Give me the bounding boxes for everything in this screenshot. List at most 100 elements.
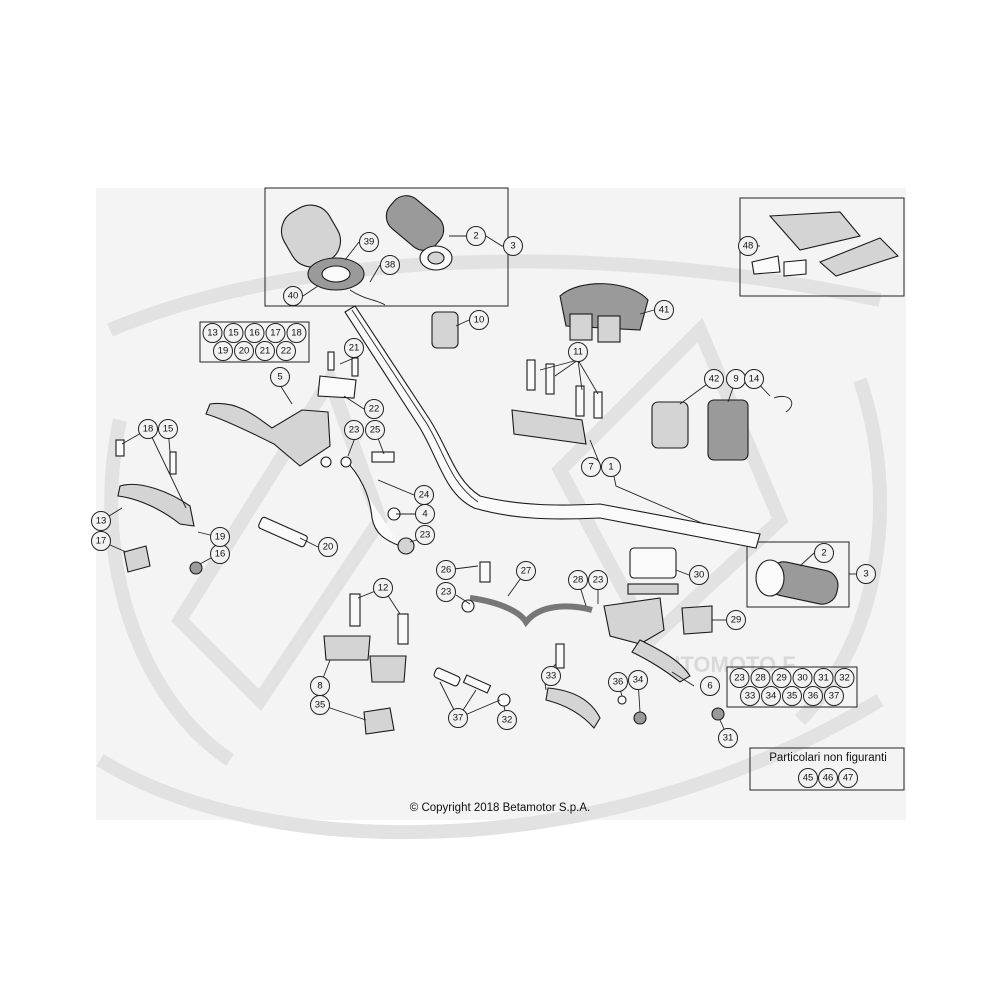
upper-clamp-part xyxy=(511,359,603,445)
callout-number: 26 xyxy=(441,565,452,576)
grip-group-box xyxy=(746,541,850,608)
callout-19: 19 xyxy=(210,527,230,547)
callout-circle xyxy=(244,323,265,343)
callout-3: 3 xyxy=(503,236,523,256)
callout-number: 6 xyxy=(707,681,712,692)
callout-circle xyxy=(750,668,771,688)
left-lever-group-ref-16: 16 xyxy=(244,323,265,343)
callout-6: 6 xyxy=(700,676,720,696)
callout-number: 34 xyxy=(633,675,644,686)
callout-circle xyxy=(726,610,746,630)
callout-26: 26 xyxy=(436,560,456,580)
right-pump-group-ref-29: 29 xyxy=(771,668,792,688)
callout-circle xyxy=(824,686,844,706)
callout-12: 12 xyxy=(373,578,393,598)
callout-number: 2 xyxy=(821,548,826,559)
handlebar-part xyxy=(344,305,761,549)
callout-circle xyxy=(276,341,296,361)
callout-circle xyxy=(210,527,230,547)
callout-circle xyxy=(286,323,307,343)
right-pump-group-ref-33: 33 xyxy=(740,686,760,706)
callout-circle xyxy=(283,286,303,306)
callout-number: 16 xyxy=(215,549,226,560)
left-lever-group-ref-21: 21 xyxy=(255,341,275,361)
callout-number: 21 xyxy=(260,346,271,357)
callout-circle xyxy=(729,668,750,688)
callout-42: 42 xyxy=(704,369,724,389)
callout-number: 9 xyxy=(733,374,738,385)
callout-number: 21 xyxy=(349,343,360,354)
callout-10: 10 xyxy=(469,310,489,330)
callout-number: 28 xyxy=(573,575,584,586)
callout-circle xyxy=(344,338,364,358)
callout-circle xyxy=(436,582,456,602)
callout-number: 46 xyxy=(823,773,834,784)
left-lever-group-ref-17: 17 xyxy=(265,323,286,343)
callout-number: 40 xyxy=(288,291,299,302)
callout-24: 24 xyxy=(414,485,434,505)
callout-number: 45 xyxy=(803,773,814,784)
callout-circle xyxy=(798,768,818,788)
callout-38: 38 xyxy=(380,255,400,275)
callout-circle xyxy=(581,457,601,477)
callout-number: 22 xyxy=(281,346,292,357)
left-lever-group-ref-13: 13 xyxy=(202,323,223,343)
callout-circle xyxy=(568,342,588,362)
callout-number: 18 xyxy=(291,328,302,339)
callout-number: 48 xyxy=(743,241,754,252)
callout-number: 17 xyxy=(270,328,281,339)
callout-circle xyxy=(415,525,435,545)
callout-9: 9 xyxy=(726,369,746,389)
callout-4: 4 xyxy=(415,504,435,524)
callout-1: 1 xyxy=(601,457,621,477)
callout-number: 33 xyxy=(546,671,557,682)
callout-circle xyxy=(503,236,523,256)
left-lever-group-ref-18: 18 xyxy=(286,323,307,343)
callout-circle xyxy=(718,728,738,748)
note-box xyxy=(749,747,905,791)
callout-circle xyxy=(265,323,286,343)
callout-circle xyxy=(689,565,709,585)
callout-23: 23 xyxy=(436,582,456,602)
callout-number: 30 xyxy=(694,570,705,581)
callout-number: 16 xyxy=(249,328,260,339)
note-title: Particolari non figuranti xyxy=(769,752,887,764)
callout-circle xyxy=(202,323,223,343)
callout-number: 41 xyxy=(659,305,670,316)
callout-number: 25 xyxy=(370,425,381,436)
callout-circle xyxy=(469,310,489,330)
callout-17: 17 xyxy=(91,531,111,551)
copyright-text: © Copyright 2018 Betamotor S.p.A. xyxy=(409,802,591,814)
callout-29: 29 xyxy=(726,610,746,630)
callout-37: 37 xyxy=(448,708,468,728)
brake-master-cylinder-part xyxy=(603,547,725,721)
left-lever-group-ref-20: 20 xyxy=(234,341,254,361)
callout-number: 23 xyxy=(593,575,604,586)
callout-number: 1 xyxy=(608,462,613,473)
callout-number: 5 xyxy=(277,372,282,383)
lower-clamp-part xyxy=(323,593,409,735)
callout-circle xyxy=(588,570,608,590)
right-pump-group-ref-30: 30 xyxy=(792,668,813,688)
right-pump-group-ref-36: 36 xyxy=(803,686,823,706)
callout-number: 47 xyxy=(843,773,854,784)
callout-circle xyxy=(803,686,823,706)
callout-number: 36 xyxy=(808,691,819,702)
callout-number: 22 xyxy=(369,404,380,415)
callout-39: 39 xyxy=(359,232,379,252)
callout-32: 32 xyxy=(497,710,517,730)
callout-number: 13 xyxy=(207,328,218,339)
callout-number: 2 xyxy=(473,231,478,242)
callout-13: 13 xyxy=(91,511,111,531)
callout-number: 23 xyxy=(349,425,360,436)
callout-number: 23 xyxy=(420,530,431,541)
left-lever-group-ref-15: 15 xyxy=(223,323,244,343)
callout-8: 8 xyxy=(310,676,330,696)
callout-circle xyxy=(856,564,876,584)
callout-number: 39 xyxy=(364,237,375,248)
callout-11: 11 xyxy=(568,342,588,362)
callout-28: 28 xyxy=(568,570,588,590)
